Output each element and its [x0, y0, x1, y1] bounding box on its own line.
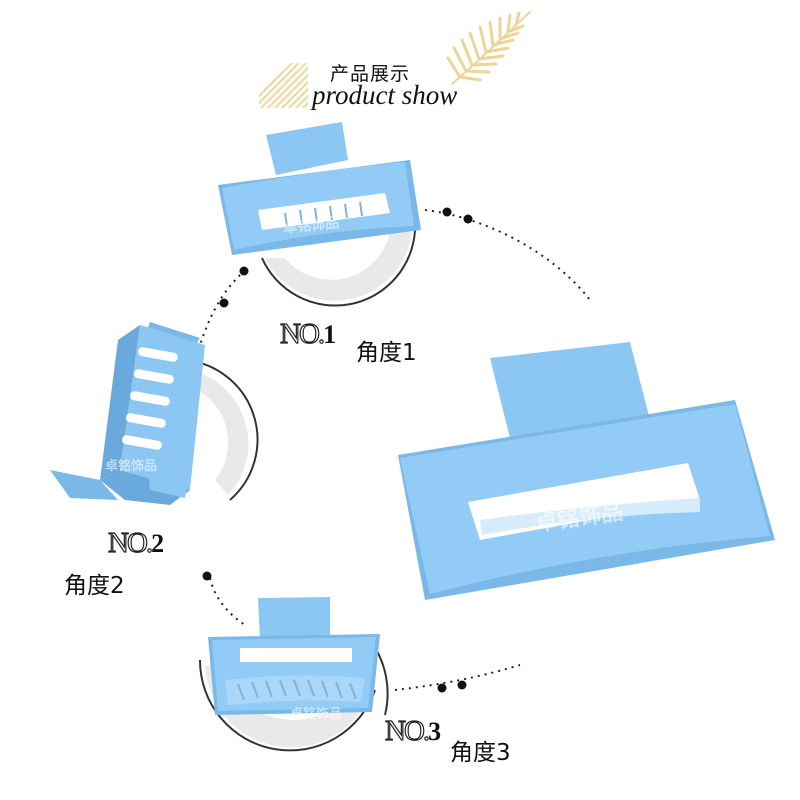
frame-shadows [185, 232, 412, 748]
hair-clip-view-1 [218, 122, 421, 255]
hair-clip-main [398, 342, 775, 600]
watermark-3: 卓铭饰品 [290, 707, 343, 722]
hatch-decoration [259, 63, 308, 108]
page-title-en: product show [312, 80, 458, 110]
circle-frames [184, 229, 416, 752]
connector-dots [202, 207, 473, 693]
page-title-cn: 产品展示 [330, 63, 411, 85]
hair-clip-view-2 [50, 322, 205, 505]
watermark-2: 卓铭饰品 [105, 459, 158, 474]
view-number-3: NO.3 [384, 714, 441, 747]
angle-label-3: 角度3 [450, 740, 511, 766]
leaf-decoration [446, 11, 531, 85]
view-number-2: NO.2 [107, 526, 164, 559]
angle-label-2: 角度2 [64, 573, 125, 599]
angle-label-1: 角度1 [356, 340, 417, 366]
view-number-1: NO.1 [279, 317, 336, 350]
hair-clip-view-3 [208, 597, 380, 715]
dotted-connectors [199, 209, 591, 691]
